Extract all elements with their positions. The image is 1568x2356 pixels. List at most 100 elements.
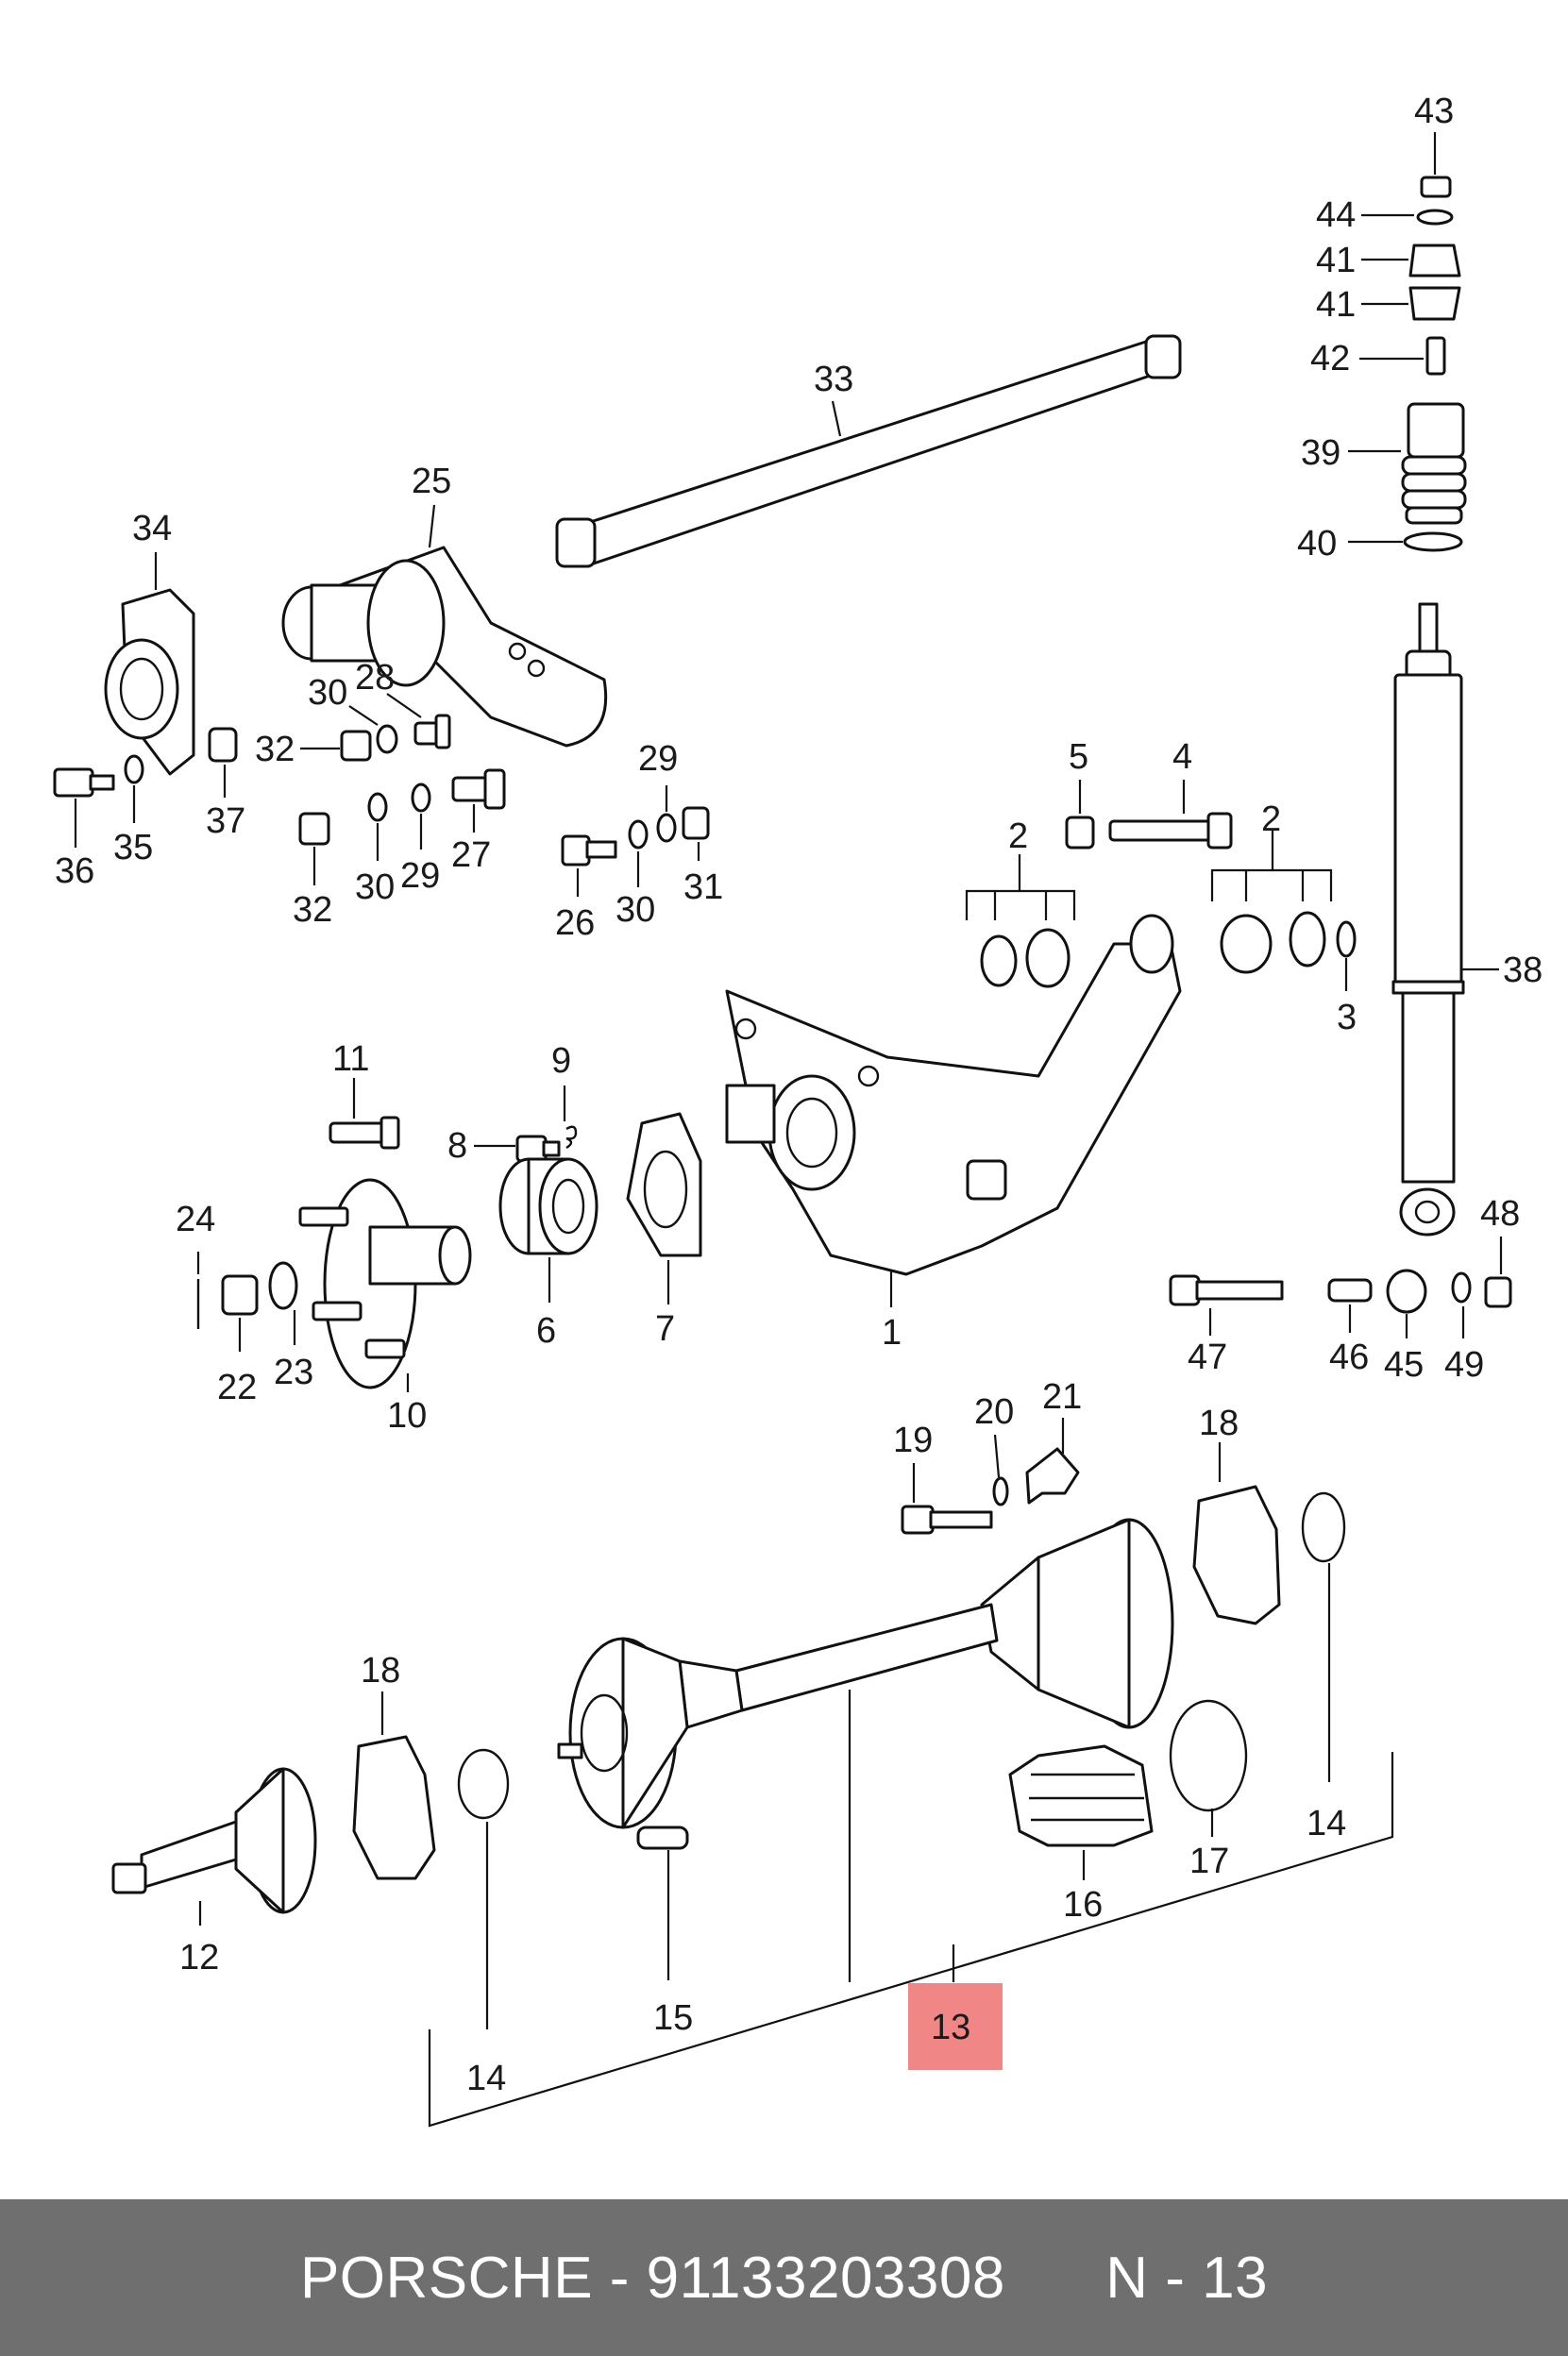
callout-29-right: 29 (638, 739, 678, 779)
shock-absorber-38 (1391, 602, 1465, 1237)
callout-32-lower: 32 (293, 890, 332, 930)
callout-9: 9 (551, 1041, 571, 1081)
lock-plate-21 (1025, 1447, 1080, 1505)
callout-16: 16 (1063, 1885, 1103, 1925)
callout-35: 35 (113, 828, 153, 867)
callout-10: 10 (387, 1396, 427, 1436)
callout-37: 37 (206, 801, 245, 841)
callout-13: 13 (931, 2008, 970, 2047)
washer-30-mid (367, 792, 388, 822)
callout-27: 27 (451, 835, 491, 875)
washer-3 (1336, 920, 1357, 958)
circlip-14-left (457, 1748, 510, 1820)
footer-part-number: 91133203308 (646, 2245, 1005, 2311)
callout-39: 39 (1301, 433, 1340, 473)
rubber-bushings-2-right (1220, 911, 1326, 974)
washer-30-upper (376, 724, 398, 754)
highlight-box-13 (908, 1983, 1003, 2070)
exploded-parts-diagram: 33 25 34 36 35 37 32 30 28 32 (53, 92, 1543, 2128)
washer-49 (1451, 1271, 1472, 1304)
clamp-17 (1169, 1699, 1248, 1812)
bolt-19 (901, 1505, 993, 1535)
callout-21: 21 (1042, 1377, 1082, 1417)
callout-18-right: 18 (1199, 1404, 1239, 1443)
callout-38: 38 (1503, 951, 1543, 990)
bolt-8 (515, 1135, 561, 1163)
callout-3: 3 (1337, 998, 1357, 1037)
spring-plate-25 (281, 546, 608, 748)
nut-5 (1065, 816, 1095, 850)
callout-30-mid: 30 (355, 867, 395, 907)
callout-42: 42 (1310, 339, 1350, 379)
nut-32-upper (340, 730, 372, 762)
gasket-18-right (1192, 1485, 1281, 1625)
callout-20: 20 (974, 1392, 1014, 1432)
callout-12: 12 (179, 1938, 219, 1977)
castle-nut-22 (221, 1274, 259, 1316)
torsion-bar (555, 334, 1182, 568)
callout-1: 1 (882, 1313, 902, 1353)
footer-brand: PORSCHE (299, 2245, 594, 2311)
callout-4: 4 (1172, 737, 1192, 777)
callout-17: 17 (1189, 1842, 1229, 1881)
callout-25: 25 (412, 462, 451, 501)
bushing-45 (1386, 1269, 1427, 1314)
callout-14-right: 14 (1307, 1804, 1346, 1843)
callout-6: 6 (536, 1311, 556, 1351)
bearing-6 (498, 1157, 599, 1255)
footer-separator: - (593, 2245, 647, 2311)
callout-48: 48 (1480, 1194, 1520, 1234)
callout-44: 44 (1316, 195, 1356, 235)
washer-23 (268, 1261, 298, 1310)
callout-40: 40 (1297, 524, 1337, 564)
callout-43: 43 (1414, 92, 1454, 131)
sleeve-42 (1425, 336, 1446, 376)
circlip-9 (565, 1125, 578, 1150)
washer-35 (124, 754, 144, 784)
bearing-cover-34 (104, 588, 195, 776)
boot-16 (1008, 1744, 1154, 1847)
callout-2-left: 2 (1008, 816, 1028, 856)
callout-33: 33 (814, 360, 853, 399)
callout-49: 49 (1444, 1345, 1484, 1385)
bushing-37 (208, 727, 238, 763)
callout-15: 15 (653, 1998, 693, 2038)
bolt-47 (1169, 1274, 1284, 1306)
callout-41-top: 41 (1316, 241, 1356, 280)
footer-position: N - 13 (1105, 2245, 1269, 2311)
nut-48 (1484, 1276, 1512, 1308)
footer-bar: PORSCHE - 91133203308 N - 13 (0, 2199, 1568, 2356)
callout-47: 47 (1188, 1338, 1227, 1377)
callout-14-left: 14 (466, 2059, 506, 2098)
bolt-11 (329, 1116, 400, 1150)
callout-26: 26 (555, 903, 595, 943)
wheel-hub-10 (298, 1178, 472, 1389)
callout-5: 5 (1069, 737, 1088, 777)
drive-shaft-13 (557, 1518, 1174, 1829)
callout-45: 45 (1384, 1345, 1424, 1385)
callout-7: 7 (655, 1309, 675, 1349)
callout-32-upper: 32 (255, 730, 295, 769)
bolt-27 (451, 768, 506, 810)
callout-31: 31 (683, 867, 723, 907)
callout-28: 28 (355, 658, 395, 698)
callout-18-left: 18 (361, 1651, 400, 1691)
callout-30-upper: 30 (308, 673, 347, 713)
flange-shaft-12 (111, 1767, 317, 1914)
trailing-arm-1 (725, 914, 1182, 1276)
callout-24: 24 (176, 1200, 215, 1239)
callout-46: 46 (1329, 1338, 1369, 1377)
callout-8: 8 (447, 1126, 467, 1166)
bump-stop-39 (1401, 402, 1467, 525)
callout-30-lower: 30 (615, 890, 655, 930)
callout-29-left: 29 (400, 856, 440, 896)
washer-40 (1403, 531, 1463, 552)
callout-22: 22 (217, 1368, 257, 1407)
callout-34: 34 (132, 509, 172, 548)
washer-29-right (656, 813, 677, 843)
circlip-14-right (1301, 1491, 1346, 1563)
bolt-26 (561, 834, 617, 867)
callout-23: 23 (274, 1353, 313, 1392)
callout-19: 19 (893, 1421, 933, 1460)
nut-31 (682, 806, 710, 840)
